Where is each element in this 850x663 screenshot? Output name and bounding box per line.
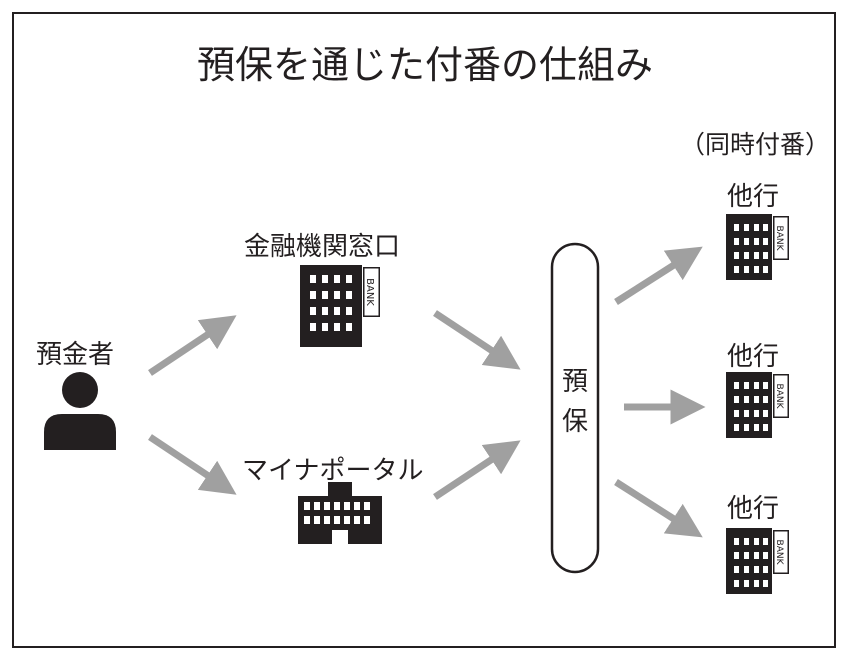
arrow-icon	[148, 315, 237, 376]
arrow-icon	[433, 310, 521, 370]
bank-building-icon: BANK	[726, 372, 789, 438]
bank-sign: BANK	[774, 540, 784, 566]
yoho-label: 預 保	[561, 367, 588, 437]
diagram-frame	[12, 12, 836, 648]
government-building-icon	[298, 482, 382, 544]
arrow-icon	[614, 479, 703, 538]
yoho-capsule	[550, 242, 600, 574]
bank-sign: BANK	[774, 226, 784, 252]
bank-sign: BANK	[774, 384, 784, 410]
diagram-title: 預保を通じた付番の仕組み	[196, 43, 653, 87]
mynaportal-label: マイナポータル	[242, 456, 424, 486]
arrow-icon	[614, 246, 703, 305]
bank-sign: BANK	[364, 278, 375, 306]
depositor-label: 預金者	[36, 340, 115, 370]
other-bank-label-2: 他行	[727, 342, 780, 372]
simultaneous-label: （同時付番）	[680, 130, 831, 159]
bank-building-icon: BANK	[726, 214, 789, 280]
person-icon	[44, 372, 116, 450]
bank-counter-label: 金融機関窓口	[244, 232, 401, 262]
arrow-icon	[148, 434, 237, 495]
bank-building-icon: BANK	[300, 265, 380, 347]
arrow-icon	[433, 440, 521, 500]
bank-building-icon: BANK	[726, 528, 789, 594]
other-bank-label-3: 他行	[727, 494, 780, 524]
other-bank-label-1: 他行	[727, 182, 780, 212]
